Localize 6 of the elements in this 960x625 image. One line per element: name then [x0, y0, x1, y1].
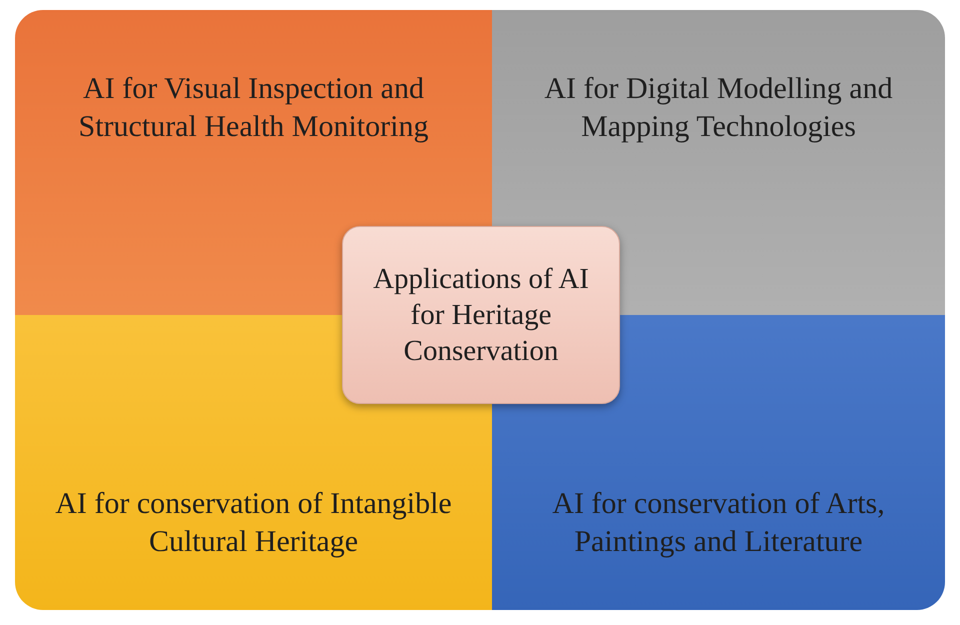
- box-text: AI for conservation of Intangible Cultural Heritage: [54, 486, 453, 560]
- box-text: AI for Digital Modelling and Mapping Technologies: [543, 71, 894, 144]
- box-text: AI for conservation of Arts, Paintings and Literature: [551, 486, 886, 560]
- center-box: [342, 226, 620, 404]
- box-text: AI for Visual Inspection and Structural Health Monitoring: [78, 71, 430, 144]
- box-text: Applications of AI for Heritage Conservation: [372, 262, 590, 370]
